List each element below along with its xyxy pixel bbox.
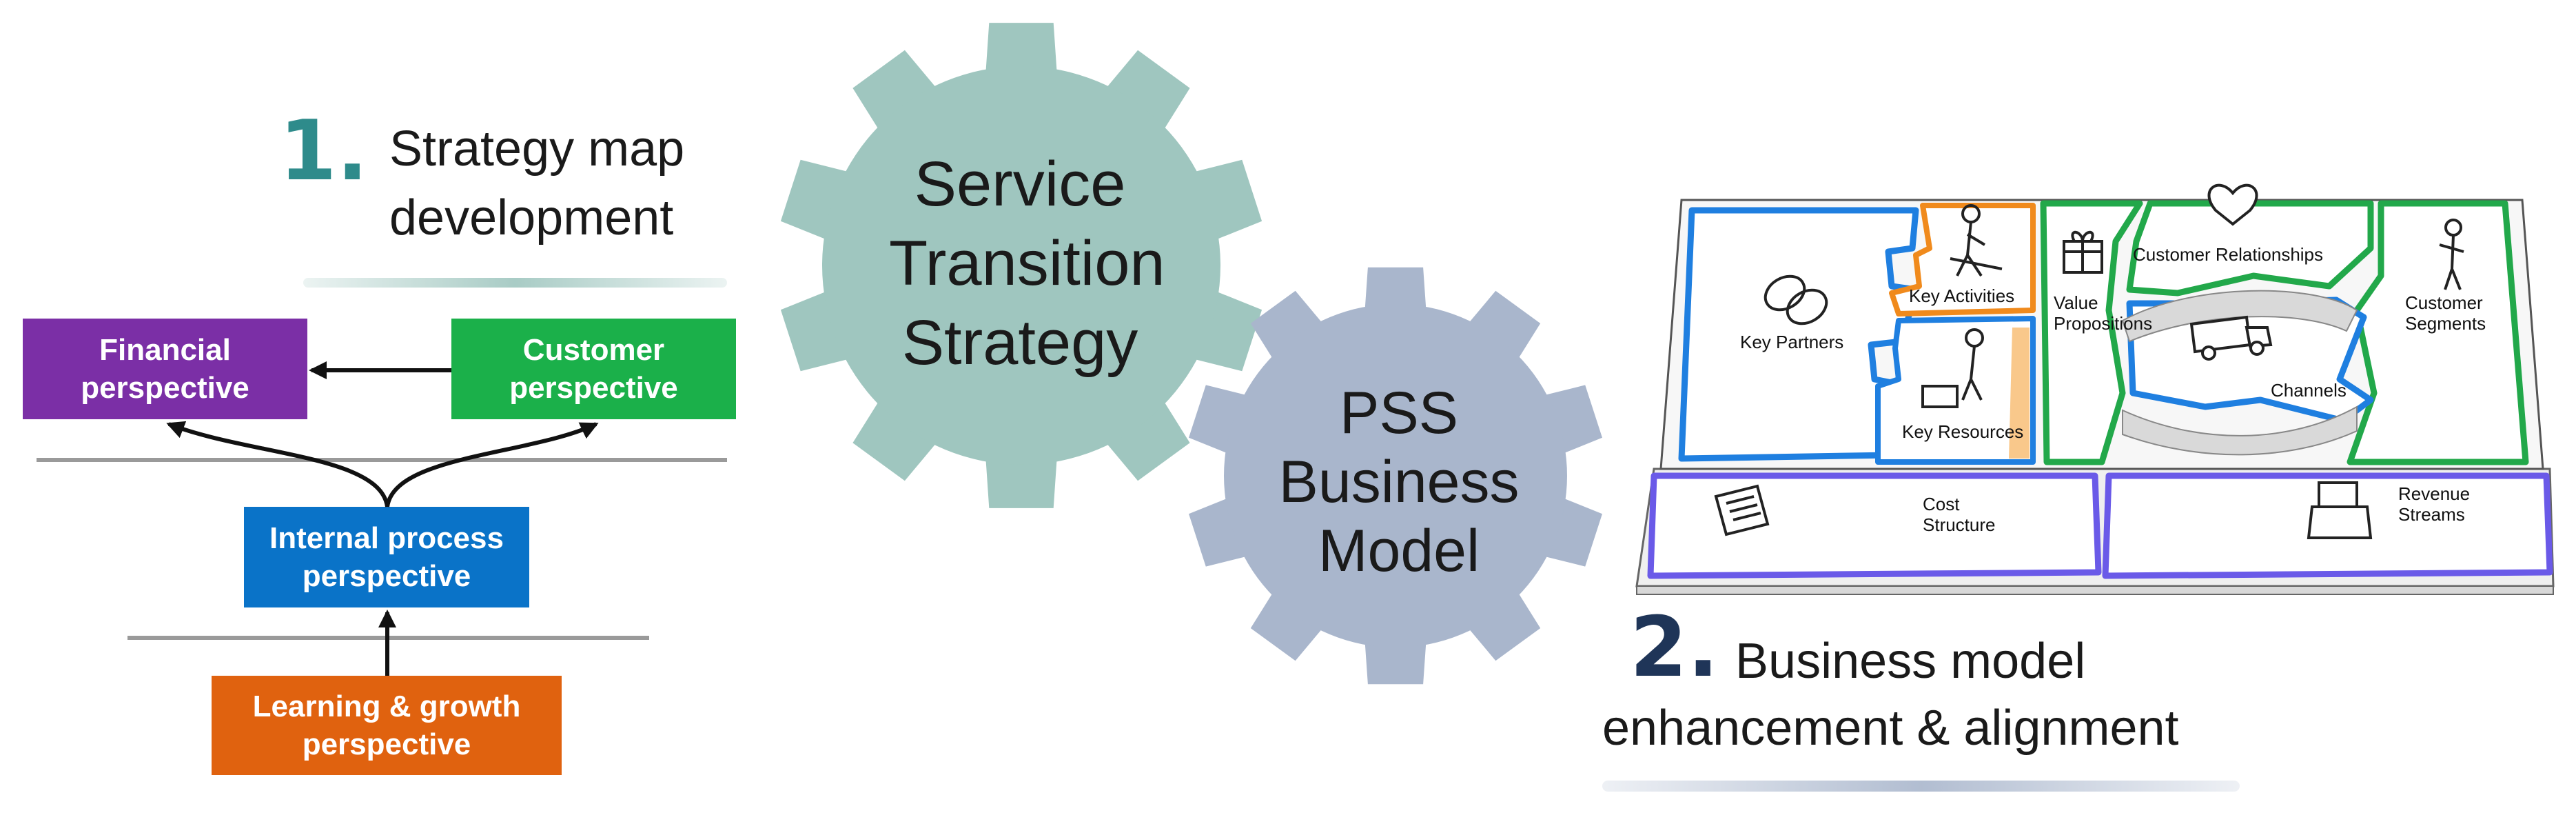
- value-propositions-label-2: Propositions: [2054, 313, 2152, 334]
- cost-structure-block: [1647, 472, 2102, 579]
- step2-number: 2.: [1630, 600, 1719, 696]
- customer-segments-label-1: Customer: [2405, 292, 2483, 313]
- gear-small-text-line3: Model: [1318, 518, 1480, 584]
- revenue-streams-label-1: Revenue: [2398, 483, 2470, 504]
- learning-line1: Learning & growth: [252, 690, 521, 723]
- learning-line2: perspective: [302, 727, 471, 761]
- financial-perspective-box: Financial perspective: [23, 319, 307, 419]
- gear-big-text-line1: Service: [914, 149, 1126, 219]
- key-partners-label: Key Partners: [1740, 332, 1843, 352]
- channels-label: Channels: [2271, 380, 2347, 401]
- learning-growth-perspective-box: Learning & growth perspective: [212, 676, 562, 775]
- chain-link-icon: [1764, 274, 1828, 325]
- value-propositions-block: [2040, 200, 2143, 465]
- step1-number: 1.: [279, 103, 369, 199]
- truck-icon: [2189, 315, 2273, 361]
- gears: [780, 23, 1602, 685]
- customer-person-icon: [2439, 219, 2464, 290]
- key-resources-label: Key Resources: [1902, 421, 2023, 442]
- resources-worker-icon: [1921, 328, 1984, 408]
- arrow-internal-to-customer: [385, 422, 599, 508]
- customer-segments-block: [2347, 200, 2529, 465]
- customer-perspective-box: Customer perspective: [451, 319, 736, 419]
- internal-process-perspective-box: Internal process perspective: [244, 507, 529, 607]
- financial-line1: Financial: [99, 333, 231, 367]
- key-resources-block: [1875, 316, 2036, 465]
- worker-icon: [1950, 204, 2003, 277]
- key-activities-label: Key Activities: [1909, 285, 2014, 306]
- value-propositions-label-1: Value: [2054, 292, 2098, 313]
- gear-big-icon: [780, 23, 1263, 508]
- customer-relationships-label: Customer Relationships: [2133, 244, 2323, 265]
- gear-big-hub: [822, 66, 1220, 465]
- step2-underline: [1602, 781, 2240, 792]
- gear-big-text-line3: Strategy: [901, 308, 1138, 378]
- internal-line1: Internal process: [269, 521, 504, 555]
- gear-small-hub: [1224, 304, 1567, 647]
- strategy-map-connectors: [37, 361, 727, 676]
- arrow-internal-to-financial: [166, 421, 389, 508]
- step2-title-line2: enhancement & alignment: [1602, 701, 2179, 756]
- gear-big-text-line2: Transition: [889, 228, 1165, 299]
- internal-line2: perspective: [302, 559, 471, 593]
- cash-register-icon: [2307, 481, 2373, 539]
- cost-structure-label-2: Structure: [1923, 514, 1996, 535]
- step1-title-line1: Strategy map: [389, 121, 685, 177]
- step1-title-line2: development: [389, 190, 674, 245]
- customer-relationships-block: [2126, 200, 2374, 297]
- business-model-canvas-illustration: Key Partners Key Activities Key Resource…: [1635, 183, 2555, 595]
- heart-icon: [2207, 183, 2258, 226]
- revenue-streams-label-2: Streams: [2398, 504, 2465, 525]
- customer-line1: Customer: [522, 333, 665, 367]
- cost-structure-label-1: Cost: [1923, 494, 1960, 514]
- gear-small-text-line1: PSS: [1339, 380, 1459, 446]
- gear-small-icon: [1189, 267, 1602, 685]
- customer-segments-label-2: Segments: [2405, 313, 2486, 334]
- step1-underline: [303, 278, 727, 288]
- step2-title-line1: Business model: [1735, 634, 2086, 689]
- invoice-icon: [1714, 484, 1770, 536]
- financial-line2: perspective: [81, 371, 249, 405]
- customer-line2: perspective: [509, 371, 678, 405]
- gear-small-text-line2: Business: [1278, 449, 1520, 515]
- gift-icon: [2063, 230, 2103, 274]
